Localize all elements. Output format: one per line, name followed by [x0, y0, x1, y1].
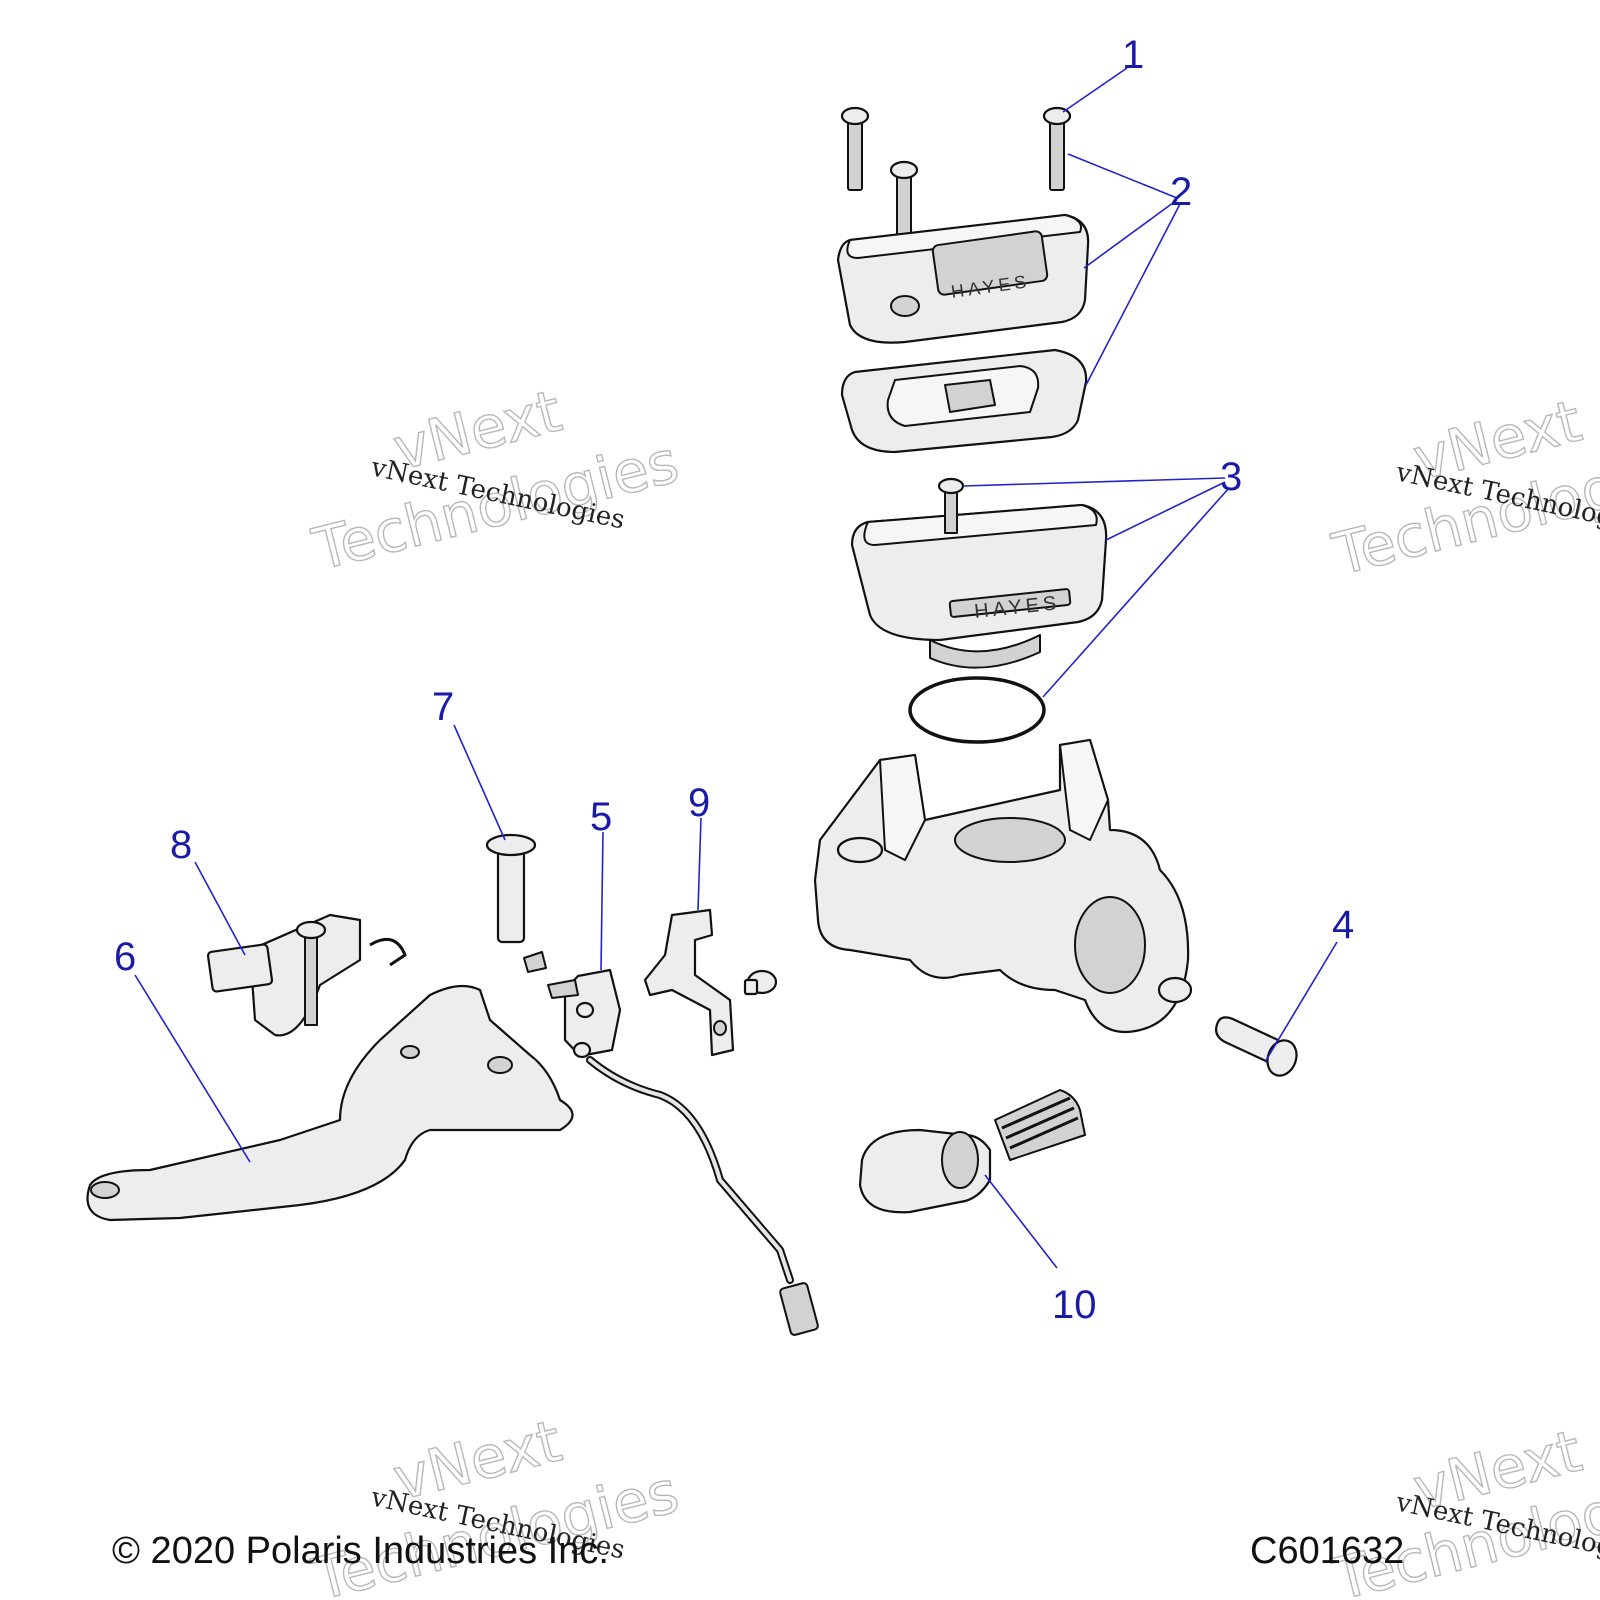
callout-2: 2: [1170, 170, 1192, 214]
master-cylinder-housing: [813, 738, 1193, 1034]
reservoir-body: [850, 477, 1108, 669]
leader-9: [697, 817, 702, 911]
leader-3a: [962, 477, 1226, 487]
lever-pin: [485, 833, 547, 973]
leader-10: [984, 1174, 1058, 1269]
pivot-bolt: [1215, 1016, 1298, 1077]
diagram-id: C601632: [1250, 1530, 1405, 1572]
callout-8: 8: [170, 823, 192, 867]
cover-screw-left: [840, 106, 870, 191]
leader-5: [600, 831, 604, 971]
leader-3c: [1042, 487, 1230, 698]
brake-switch: [547, 968, 819, 1336]
leader-2b: [1083, 199, 1178, 269]
watermark-top-right: vNext Technologies vNext Technologies: [1325, 386, 1600, 590]
callout-3: 3: [1220, 455, 1242, 499]
leader-2a: [1067, 153, 1178, 199]
callout-5: 5: [590, 795, 612, 839]
reservoir-diaphragm: [840, 348, 1088, 454]
switch-bracket: [643, 908, 778, 1057]
leader-7: [453, 724, 506, 841]
callout-10: 10: [1052, 1283, 1097, 1327]
callout-7: 7: [432, 685, 454, 729]
reach-adjuster: [206, 913, 407, 1037]
callout-1: 1: [1122, 33, 1144, 77]
reservoir-cover: [836, 213, 1090, 344]
reservoir-o-ring: [908, 676, 1046, 744]
copyright-text: © 2020 Polaris Industries Inc.: [112, 1530, 609, 1572]
leader-4: [1264, 941, 1338, 1063]
leader-8: [194, 861, 246, 956]
leader-6: [134, 974, 251, 1163]
leader-lines: [134, 67, 1338, 1269]
callout-9: 9: [688, 781, 710, 825]
leader-1: [1062, 67, 1128, 113]
brake-lever: [86, 984, 574, 1222]
piston-assembly: [858, 1089, 1086, 1214]
cover-screw-right: [1042, 106, 1072, 191]
callout-6: 6: [114, 935, 136, 979]
watermark-top-left: vNext Technologies vNext Technologies: [305, 376, 685, 585]
leader-3b: [1105, 481, 1226, 541]
leader-2c: [1085, 203, 1181, 386]
callout-4: 4: [1332, 903, 1354, 947]
callout-labels: 1 2 3 4 5 6 7 8 9 10: [114, 33, 1354, 1327]
